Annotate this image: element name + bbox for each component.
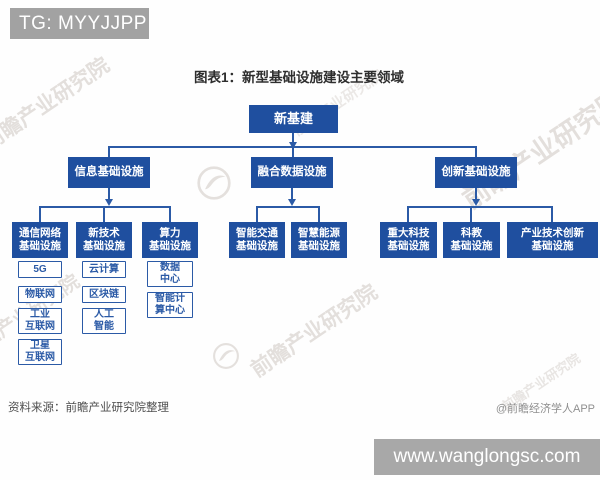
node-computing-power-infra: 算力 基础设施	[142, 222, 198, 258]
connector-line	[475, 146, 477, 157]
node-iot: 物联网	[18, 286, 62, 303]
node-new-technology-infra: 新技术 基础设施	[76, 222, 132, 258]
connector-line	[103, 206, 105, 222]
node-industrial-internet: 工业 互联网	[18, 308, 62, 334]
node-innovation-infrastructure: 创新基础设施	[435, 157, 517, 188]
figure-title: 图表1：新型基础设施建设主要领域	[193, 70, 404, 85]
watermark-logo-icon	[197, 166, 231, 200]
node-new-infrastructure: 新基建	[249, 105, 338, 133]
connector-line	[39, 206, 41, 222]
arrow-down-icon	[289, 142, 297, 149]
source-note: 资料来源：前瞻产业研究院整理	[8, 402, 169, 414]
credit-note: @前瞻经济学人APP	[495, 403, 595, 415]
connector-line	[292, 133, 294, 145]
node-major-science-tech-infra: 重大科技 基础设施	[380, 222, 437, 258]
connector-line	[470, 206, 472, 222]
node-converged-data-infrastructure: 融合数据设施	[251, 157, 333, 188]
watermark-logo-icon	[213, 343, 239, 369]
connector-line	[318, 206, 320, 222]
watermark-text: 前瞻产业研究院	[246, 280, 382, 382]
connector-line	[169, 206, 171, 222]
connector-line	[108, 146, 477, 148]
website-url-bar: www.wanglongsc.com	[374, 439, 600, 475]
connector-line	[551, 206, 553, 222]
node-science-education-infra: 科教 基础设施	[443, 222, 500, 258]
node-intelligent-transport-infra: 智能交通 基础设施	[229, 222, 285, 258]
node-intelligent-computing-center: 智能计 算中心	[147, 292, 193, 318]
arrow-down-icon	[288, 199, 296, 206]
node-cloud-computing: 云计算	[82, 261, 126, 278]
tg-channel-banner: TG: MYYJJPP	[10, 8, 149, 39]
connector-line	[108, 188, 110, 201]
connector-line	[291, 188, 293, 201]
node-smart-energy-infra: 智慧能源 基础设施	[291, 222, 347, 258]
arrow-down-icon	[472, 199, 480, 206]
connector-line	[407, 206, 553, 208]
node-artificial-intelligence: 人工 智能	[82, 308, 126, 334]
node-satellite-internet: 卫星 互联网	[18, 339, 62, 365]
connector-line	[256, 206, 258, 222]
connector-line	[475, 188, 477, 201]
node-blockchain: 区块链	[82, 286, 126, 303]
connector-line	[108, 146, 110, 157]
node-industrial-tech-innovation-infra: 产业技术创新 基础设施	[507, 222, 598, 258]
node-data-center: 数据 中心	[147, 261, 193, 287]
connector-line	[256, 206, 320, 208]
connector-line	[39, 206, 171, 208]
node-5g: 5G	[18, 261, 62, 278]
connector-line	[292, 148, 294, 157]
watermark-text: 前瞻产业研究院	[0, 53, 114, 155]
node-information-infrastructure: 信息基础设施	[68, 157, 150, 188]
arrow-down-icon	[105, 199, 113, 206]
connector-line	[407, 206, 409, 222]
node-communication-network-infra: 通信网络 基础设施	[12, 222, 68, 258]
